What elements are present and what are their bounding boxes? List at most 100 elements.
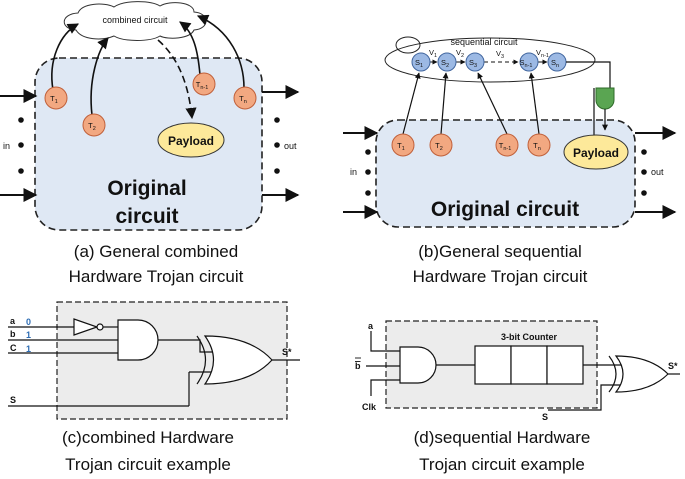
caption-a-2: Hardware Trojan circuit [69,267,244,286]
input-dots-a [18,117,24,174]
input-c-value: 1 [26,344,31,354]
in-label-a: in [3,141,10,151]
tn1-to-cloud [179,21,201,76]
input-s-d-label: S [542,412,548,422]
input-s-label: S [10,395,16,405]
trigger-t2: T2 [82,113,106,137]
original-circuit-label-a-1: Original [107,177,186,200]
input-b-d-label: b [355,361,361,371]
vn1-label: Vn-1 [536,48,549,59]
payload-a-label: Payload [168,134,214,148]
panel-d: 3-bit Counter a b Clk S S* (d)sequential… [355,320,680,474]
wire-s-d [548,384,622,411]
and-to-or [158,339,212,353]
svg-text:T2: T2 [435,141,443,152]
svg-text:Sn: Sn [551,58,559,69]
caption-b-1: (b)General sequential [418,242,581,261]
output-label-c: S* [282,347,292,357]
caption-b-2: Hardware Trojan circuit [413,267,588,286]
sequential-circuit-ellipse [384,37,596,83]
trigger-b-tn-1: Tn-1 [495,133,519,157]
or-gate-c [203,335,273,385]
out-label-b: out [651,167,664,177]
t2-to-s2 [440,72,449,135]
input-a-d-label: a [368,321,374,331]
trigger-t1: T1 [44,86,68,110]
svg-text:S1: S1 [415,58,423,69]
t1-to-s1 [402,72,421,135]
counter-cell-2 [510,345,548,385]
svg-text:T1: T1 [397,141,405,152]
tn1-to-s3 [477,72,508,135]
not-gate [73,318,99,336]
state-sn: Sn [547,52,567,72]
state-s3: S3 [465,52,485,72]
trigger-b-t1: T1 [391,133,415,157]
and-gate-d [399,346,437,384]
state-s1: S1 [411,52,431,72]
trigger-tn: Tn [233,86,257,110]
combined-circuit-cloud [63,1,207,41]
svg-text:Tn-1: Tn-1 [196,80,209,91]
svg-text:Tn: Tn [239,94,247,105]
counter-label: 3-bit Counter [501,332,557,342]
cloud-to-payload [157,39,197,120]
tn-to-sn1 [528,72,540,135]
payload-b [563,134,629,170]
panel-a: combined circuit T1 T2 Tn-1 Tn Payload [0,1,300,286]
input-a-label: a [10,316,16,326]
caption-d-2: Trojan circuit example [419,455,585,474]
payload-a [157,122,225,158]
sn-to-and-gate [566,61,611,88]
svg-text:T1: T1 [50,94,58,105]
panel-b: sequential circuit V1 V2 V3 Vn-1 S1 S2 S… [343,36,677,286]
state-s2: S2 [437,52,457,72]
original-circuit-label-b: Original circuit [431,198,579,221]
svg-text:Tn-1: Tn-1 [499,141,512,152]
and-gate-c [117,319,159,361]
output-label-d: S* [668,361,678,371]
sequential-circuit-loop [395,36,421,54]
input-a-value: 0 [26,317,31,327]
out-label-a: out [284,141,297,151]
v1-label: V1 [429,48,437,59]
not-gate-bubble [96,323,104,331]
or-gate-d-back [608,355,617,393]
svg-text:Sn-1: Sn-1 [520,58,533,69]
and-gate-green [595,87,615,110]
svg-text:S2: S2 [441,58,449,69]
caption-c-1: (c)combined Hardware [62,428,234,447]
input-b-label: b [10,329,16,339]
caption-d-1: (d)sequential Hardware [414,428,591,447]
cloud-label: combined circuit [102,15,168,25]
caption-c-2: Trojan circuit example [65,455,231,474]
svg-text:S3: S3 [469,58,477,69]
original-circuit-label-a-2: circuit [115,205,178,228]
output-dots-b [641,149,647,196]
or-gate-c-back [196,335,207,385]
tn-to-cloud [196,14,245,89]
t2-to-cloud [90,37,109,116]
input-dots-b [365,149,371,196]
counter-cell-1 [474,345,512,385]
output-dots-a [274,117,280,174]
wire-a-d [370,331,400,352]
svg-text:T2: T2 [88,121,96,132]
counter-cell-3 [546,345,584,385]
in-label-b: in [350,167,357,177]
panel-c: a 0 b 1 C 1 S S* (c)combined Hardware Tr… [8,301,300,474]
clk-label: Clk [362,402,377,412]
trigger-tn-1: Tn-1 [192,72,216,96]
wire-clk-d [370,379,400,396]
payload-b-label: Payload [573,146,619,160]
trigger-b-t2: T2 [429,133,453,157]
caption-a-1: (a) General combined [74,242,238,261]
input-b-value: 1 [26,330,31,340]
t1-to-cloud [51,23,79,91]
svg-text:Tn: Tn [533,141,541,152]
v2-label: V2 [456,48,464,59]
sequential-circuit-label: sequential circuit [450,37,518,47]
v3-label: V3 [496,49,504,60]
input-c-label: C [10,343,17,353]
